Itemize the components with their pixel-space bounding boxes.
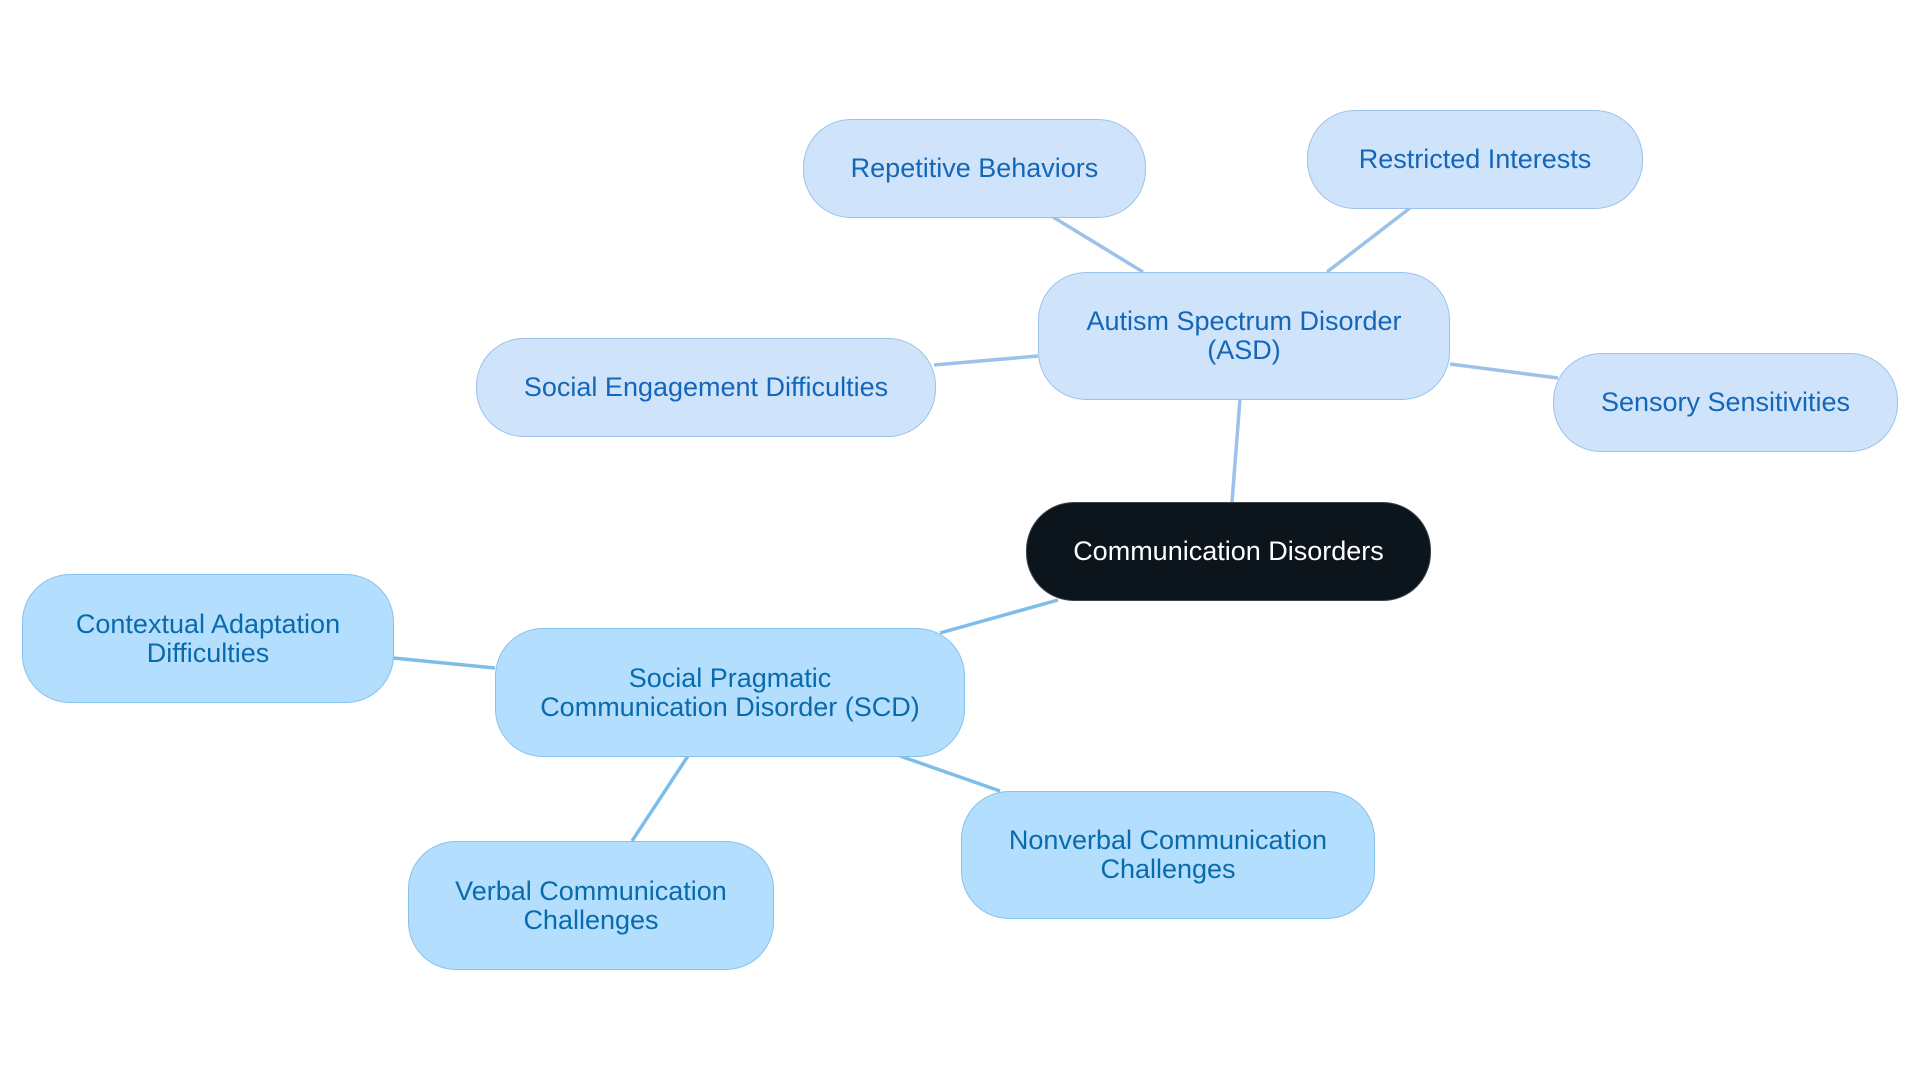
leaf-node-label: Restricted Interests bbox=[1358, 144, 1592, 174]
leaf-node-sensory-sensitivities[interactable]: Sensory Sensitivities bbox=[1553, 353, 1898, 452]
edge-root-asd bbox=[1230, 398, 1242, 503]
leaf-node-repetitive-behaviors[interactable]: Repetitive Behaviors bbox=[803, 119, 1146, 218]
leaf-node-label: Verbal Communication Challenges bbox=[455, 875, 727, 935]
leaf-node-contextual-adaptation-difficulties[interactable]: Contextual Adaptation Difficulties bbox=[22, 574, 394, 703]
branch-node-asd[interactable]: Autism Spectrum Disorder (ASD) bbox=[1038, 272, 1450, 400]
leaf-node-label: Social Engagement Difficulties bbox=[523, 372, 889, 402]
leaf-node-restricted-interests[interactable]: Restricted Interests bbox=[1307, 110, 1643, 209]
root-node-label: Communication Disorders bbox=[1073, 536, 1384, 566]
edge-scd-verbal bbox=[630, 755, 690, 842]
branch-node-label: Social Pragmatic Communication Disorder … bbox=[540, 662, 920, 722]
edge-scd-contextual bbox=[392, 656, 496, 670]
leaf-node-label: Contextual Adaptation Difficulties bbox=[75, 608, 341, 668]
branch-node-scd[interactable]: Social Pragmatic Communication Disorder … bbox=[495, 628, 965, 757]
leaf-node-label: Nonverbal Communication Challenges bbox=[1008, 825, 1328, 884]
edge-asd-sensory bbox=[1449, 362, 1559, 380]
leaf-node-social-engagement-difficulties[interactable]: Social Engagement Difficulties bbox=[476, 338, 936, 437]
edge-asd-repetitive bbox=[1052, 215, 1144, 274]
edge-asd-restricted bbox=[1325, 206, 1412, 274]
edge-scd-nonverbal bbox=[899, 754, 1001, 793]
leaf-node-nonverbal-communication-challenges[interactable]: Nonverbal Communication Challenges bbox=[961, 791, 1375, 919]
root-node-communication-disorders[interactable]: Communication Disorders bbox=[1026, 502, 1431, 601]
branch-node-label: Autism Spectrum Disorder (ASD) bbox=[1086, 306, 1402, 365]
edge-asd-social-engagement bbox=[933, 354, 1039, 367]
leaf-node-verbal-communication-challenges[interactable]: Verbal Communication Challenges bbox=[408, 841, 774, 970]
leaf-node-label: Sensory Sensitivities bbox=[1600, 387, 1851, 417]
edge-root-scd bbox=[939, 598, 1059, 635]
leaf-node-label: Repetitive Behaviors bbox=[850, 153, 1099, 183]
